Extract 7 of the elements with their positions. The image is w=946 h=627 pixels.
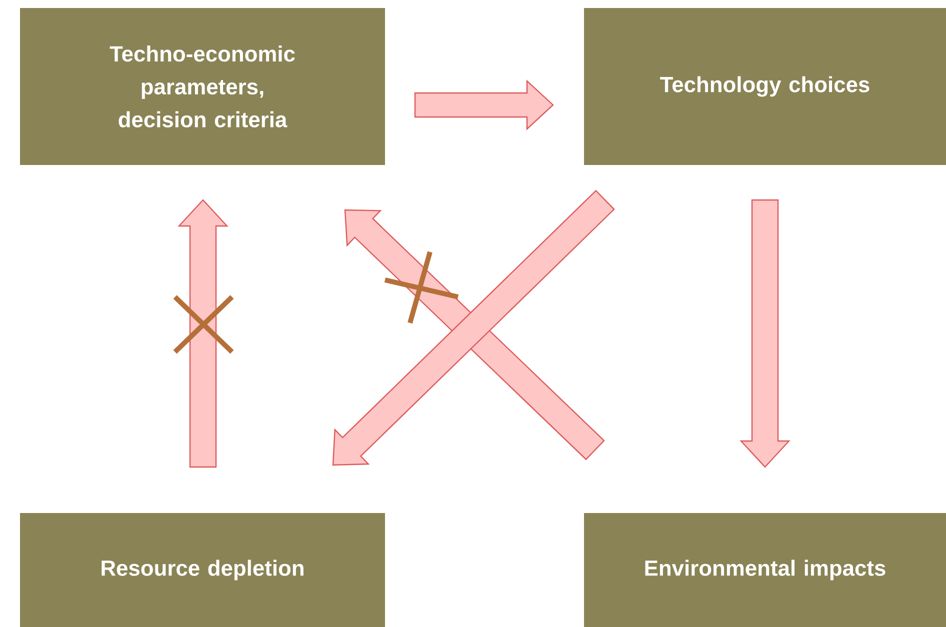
text-box: Resource depletion (20, 512, 385, 627)
text-box: Environmental impacts (584, 512, 946, 627)
text-box: Techno-economic parameters, decision criteria (20, 8, 385, 165)
block-arrow (414, 80, 554, 130)
text-box: Technology choices (584, 8, 946, 165)
block-arrow (178, 199, 228, 468)
block-arrow (740, 199, 790, 468)
